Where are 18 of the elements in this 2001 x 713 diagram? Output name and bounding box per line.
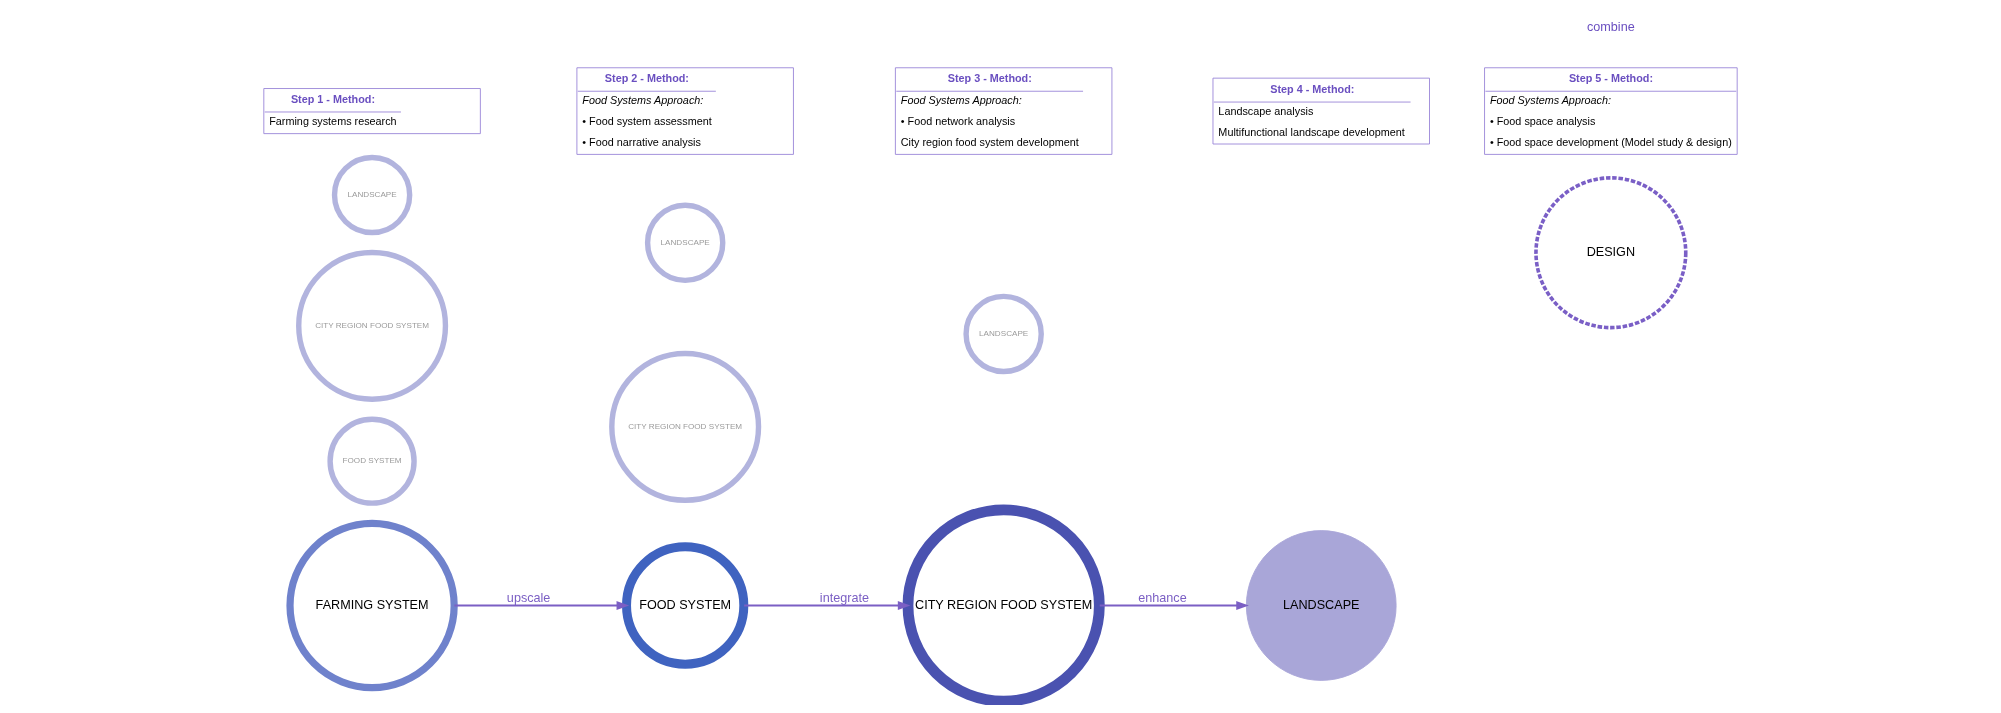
node-circle: CITY REGION FOOD SYSTEM xyxy=(296,249,449,402)
node-circle: LANDSCAPE xyxy=(331,154,413,236)
label: combine xyxy=(1586,20,1635,35)
node-circle: CITY REGION FOOD SYSTEM xyxy=(609,350,762,503)
node-circle: LANDSCAPE xyxy=(963,293,1044,375)
node-circle: FOOD SYSTEM xyxy=(327,416,417,506)
arrow xyxy=(453,601,630,610)
arrow xyxy=(1098,601,1249,610)
node-circle: DESIGN xyxy=(1534,176,1688,330)
node-circle: LANDSCAPE xyxy=(644,202,726,284)
edge-label: enhance xyxy=(1138,591,1187,606)
node-circle: FOOD SYSTEM xyxy=(622,542,749,669)
node-circle: CITY REGION FOOD SYSTEM xyxy=(902,504,1105,705)
node-circle: LANDSCAPE xyxy=(1245,530,1397,681)
arrow xyxy=(743,601,911,610)
edge-label: integrate xyxy=(819,591,869,606)
node-circle: FARMING SYSTEM xyxy=(286,519,458,692)
edge-label: upscale xyxy=(506,591,551,606)
